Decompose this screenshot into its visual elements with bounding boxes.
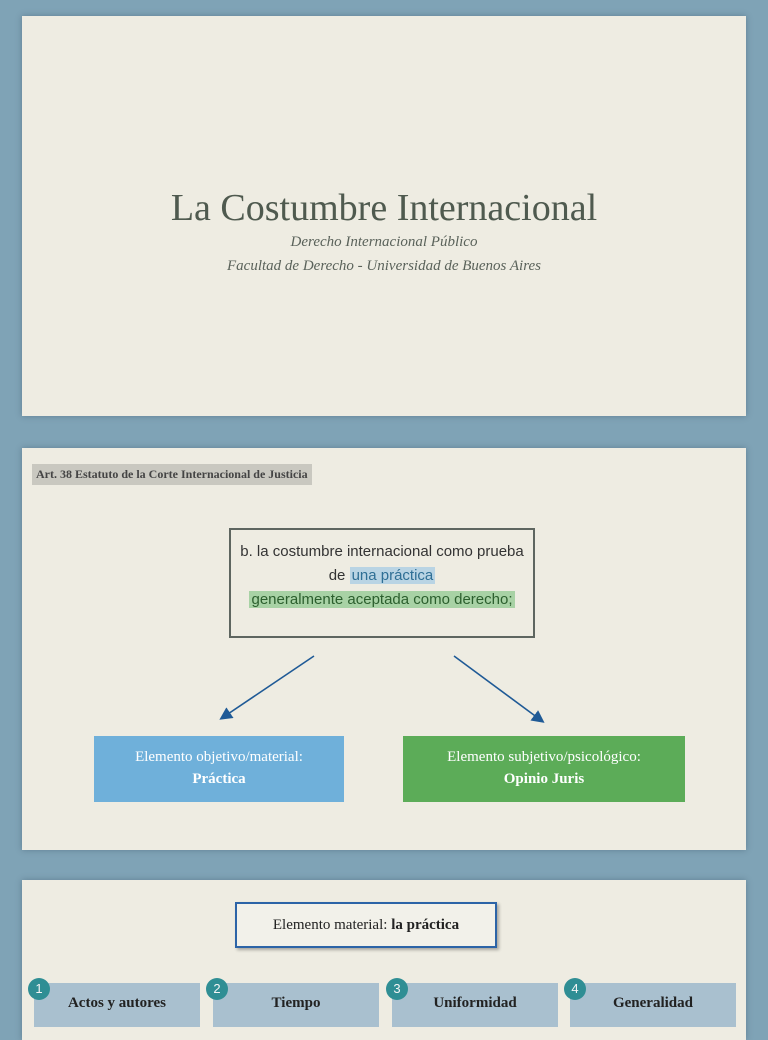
item-number-badge: 4 (564, 978, 586, 1000)
material-heading-prefix: Elemento material: (272, 917, 392, 933)
subjective-value: Opinio Juris (503, 771, 585, 787)
item-number-badge: 3 (386, 978, 408, 1000)
item-tile: Generalidad (570, 983, 736, 1027)
arrows (219, 655, 545, 723)
item-tile: Actos y autores (34, 983, 200, 1027)
objective-value: Práctica (192, 771, 246, 787)
subjective-element-box: Elemento subjetivo/psicológico: Opinio J… (403, 736, 685, 802)
arrow-right (453, 655, 545, 723)
quote-box: b. la costumbre internacional como prueb… (229, 528, 535, 638)
article-tag: Art. 38 Estatuto de la Corte Internacion… (32, 464, 312, 485)
objective-label: Elemento objetivo/material: (135, 749, 303, 765)
highlight-practice: una práctica (349, 567, 436, 584)
subjective-label: Elemento subjetivo/psicológico: (447, 749, 641, 765)
item-tile: Tiempo (213, 983, 379, 1027)
arrow-left (219, 655, 315, 720)
quote-text: b. la costumbre internacional como prueb… (240, 543, 524, 584)
subtitle-course: Derecho Internacional Público (290, 234, 478, 250)
subtitle-faculty: Facultad de Derecho - Universidad de Bue… (227, 258, 541, 274)
item-number-badge: 1 (28, 978, 50, 1000)
highlight-accepted: generalmente aceptada como derecho; (249, 591, 515, 608)
title-slide: La Costumbre Internacional Derecho Inter… (22, 16, 746, 416)
objective-element-box: Elemento objetivo/material: Práctica (94, 736, 344, 802)
slide-title: La Costumbre Internacional (170, 187, 598, 229)
item-number-badge: 2 (206, 978, 228, 1000)
material-heading-box: Elemento material: la práctica (235, 902, 497, 948)
article-slide: Art. 38 Estatuto de la Corte Internacion… (22, 448, 746, 850)
material-heading-strong: la práctica (391, 917, 460, 933)
item-tile: Uniformidad (392, 983, 558, 1027)
practice-slide: Elemento material: la práctica Actos y a… (22, 880, 746, 1040)
